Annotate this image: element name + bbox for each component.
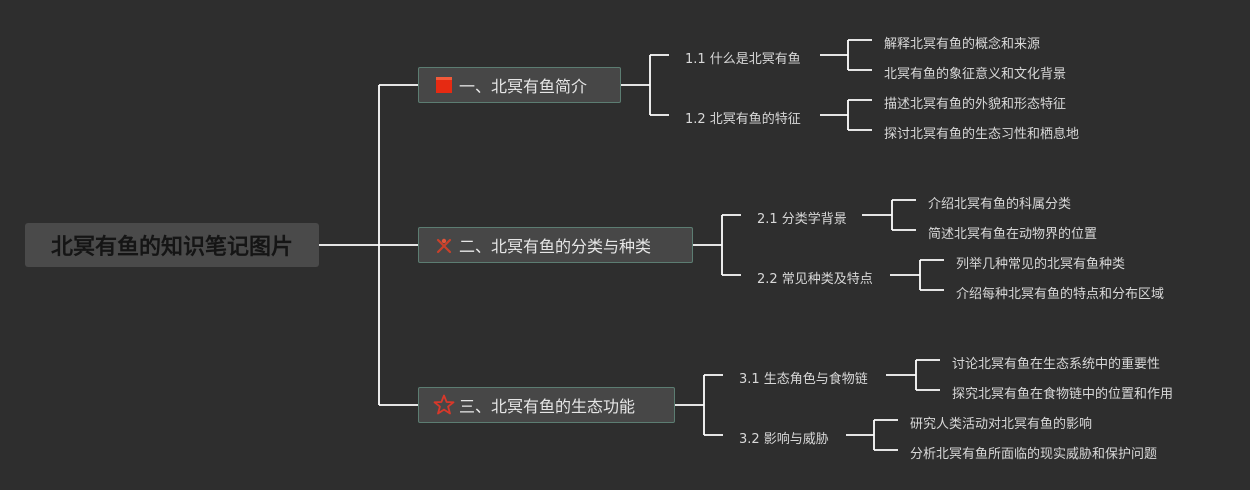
branch-3-label: 三、北冥有鱼的生态功能 bbox=[459, 397, 636, 416]
branch-3-2-topic[interactable]: 3.2 影响与威胁 bbox=[739, 432, 829, 447]
branch-3-2-item-1[interactable]: 研究人类活动对北冥有鱼的影响 bbox=[910, 417, 1093, 432]
branch-2-1-topic[interactable]: 2.1 分类学背景 bbox=[757, 212, 847, 227]
branch-1-label: 一、北冥有鱼简介 bbox=[459, 77, 588, 96]
branch-2-2-item-1[interactable]: 列举几种常见的北冥有鱼种类 bbox=[956, 257, 1126, 272]
root-node[interactable]: 北冥有鱼的知识笔记图片 bbox=[25, 223, 319, 267]
branch-1-node[interactable]: 一、北冥有鱼简介 bbox=[418, 67, 621, 103]
branch-3-1-topic[interactable]: 3.1 生态角色与食物链 bbox=[739, 372, 868, 387]
branch-2-2-item-2[interactable]: 介绍每种北冥有鱼的特点和分布区域 bbox=[956, 287, 1165, 302]
branch-1-1-item-2[interactable]: 北冥有鱼的象征意义和文化背景 bbox=[884, 67, 1067, 82]
branch-2-node[interactable]: 二、北冥有鱼的分类与种类 bbox=[418, 227, 693, 263]
root-label: 北冥有鱼的知识笔记图片 bbox=[50, 235, 293, 260]
crossed-tools-icon bbox=[433, 234, 455, 256]
branch-1-2-item-2[interactable]: 探讨北冥有鱼的生态习性和栖息地 bbox=[884, 127, 1080, 142]
branch-2-label: 二、北冥有鱼的分类与种类 bbox=[459, 237, 652, 256]
branch-2-2-topic[interactable]: 2.2 常见种类及特点 bbox=[757, 272, 873, 287]
star-outline-icon bbox=[433, 394, 455, 416]
branch-3-1-item-1[interactable]: 讨论北冥有鱼在生态系统中的重要性 bbox=[952, 357, 1161, 372]
branch-1-1-item-1[interactable]: 解释北冥有鱼的概念和来源 bbox=[884, 37, 1041, 52]
branch-1-2-item-1[interactable]: 描述北冥有鱼的外貌和形态特征 bbox=[884, 97, 1067, 112]
branch-3-1-item-2[interactable]: 探究北冥有鱼在食物链中的位置和作用 bbox=[952, 387, 1174, 402]
branch-2-1-item-1[interactable]: 介绍北冥有鱼的科属分类 bbox=[928, 197, 1072, 212]
branch-2-1-item-2[interactable]: 简述北冥有鱼在动物界的位置 bbox=[928, 227, 1098, 242]
branch-3-2-item-2[interactable]: 分析北冥有鱼所面临的现实威胁和保护问题 bbox=[910, 447, 1158, 462]
branch-1-1-topic[interactable]: 1.1 什么是北冥有鱼 bbox=[685, 52, 801, 67]
branch-3-node[interactable]: 三、北冥有鱼的生态功能 bbox=[418, 387, 675, 423]
red-square-icon bbox=[433, 74, 455, 96]
branch-1-2-topic[interactable]: 1.2 北冥有鱼的特征 bbox=[685, 112, 801, 127]
